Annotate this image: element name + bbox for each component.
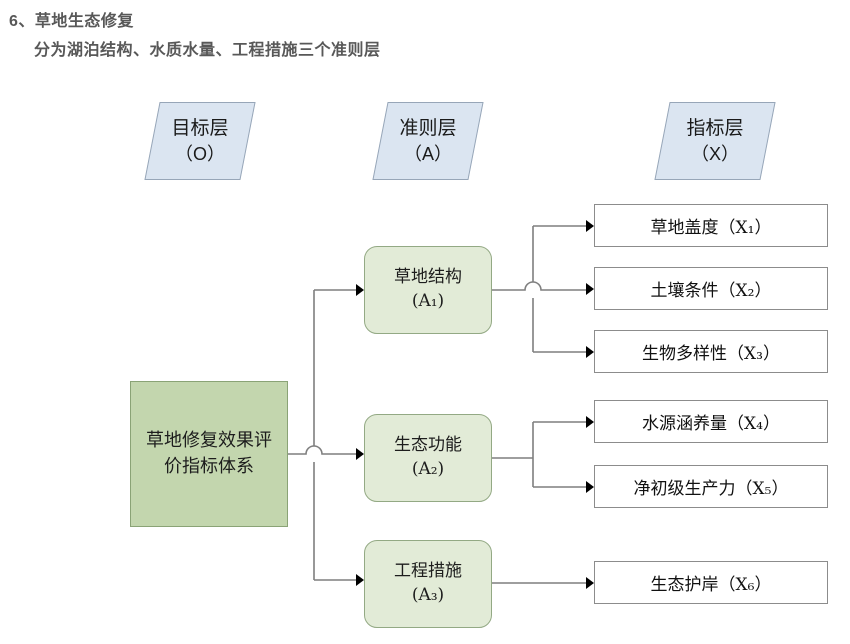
connector-goal-to-trunk <box>288 445 356 455</box>
layer-banner-goal: 目标层 （O） <box>144 102 256 180</box>
arrowhead-to-x2 <box>586 283 594 295</box>
indicator-node-x4: 水源涵养量（X₄） <box>594 400 828 443</box>
criterion-node-a1: 草地结构 (A₁) <box>364 246 492 334</box>
layer-banner-goal-text: 目标层 （O） <box>153 103 247 179</box>
layer-banner-index-title: 指标层 <box>686 118 744 140</box>
layer-banner-index-code: （X） <box>690 143 739 164</box>
indicator-node-x5: 净初级生产力（X₅） <box>594 465 828 508</box>
criterion-node-a2-label: 生态功能 <box>394 435 462 456</box>
criterion-node-a2-code: (A₂) <box>411 459 445 479</box>
arrowhead-to-x3 <box>586 346 594 358</box>
criterion-node-a1-code: (A₁) <box>411 291 445 311</box>
layer-banner-criterion-code: （A） <box>403 143 452 164</box>
criterion-node-a1-label: 草地结构 <box>394 267 462 288</box>
criterion-node-a2: 生态功能 (A₂) <box>364 414 492 502</box>
heading-line-1: 6、草地生态修复 <box>9 13 134 30</box>
arrowhead-to-a1 <box>356 284 364 296</box>
goal-node: 草地修复效果评价指标体系 <box>130 381 288 527</box>
layer-banner-criterion-text: 准则层 （A） <box>381 103 475 179</box>
layer-banner-goal-code: （O） <box>174 143 225 164</box>
arrowhead-to-x5 <box>586 481 594 493</box>
indicator-node-x2: 土壤条件（X₂） <box>594 267 828 310</box>
criterion-node-a3-label: 工程措施 <box>394 561 462 582</box>
layer-banner-index: 指标层 （X） <box>654 102 776 180</box>
indicator-node-x1: 草地盖度（X₁） <box>594 204 828 247</box>
indicator-node-x3: 生物多样性（X₃） <box>594 330 828 373</box>
arrowhead-to-a3 <box>356 574 364 586</box>
criterion-node-a3-code: (A₃) <box>411 585 445 605</box>
layer-banner-criterion-title: 准则层 <box>399 118 457 140</box>
layer-banner-goal-title: 目标层 <box>171 118 229 140</box>
layer-banner-criterion: 准则层 （A） <box>372 102 484 180</box>
arrowhead-to-x4 <box>586 416 594 428</box>
criterion-node-a3: 工程措施 (A₃) <box>364 540 492 628</box>
connector-a1-to-branch <box>492 281 586 291</box>
arrowhead-to-a2 <box>356 448 364 460</box>
arrowhead-to-x1 <box>586 220 594 232</box>
indicator-node-x6: 生态护岸（X₆） <box>594 561 828 604</box>
layer-banner-index-text: 指标层 （X） <box>663 103 767 179</box>
heading-line-2: 分为湖泊结构、水质水量、工程措施三个准则层 <box>34 42 381 59</box>
arrowhead-to-x6 <box>586 577 594 589</box>
